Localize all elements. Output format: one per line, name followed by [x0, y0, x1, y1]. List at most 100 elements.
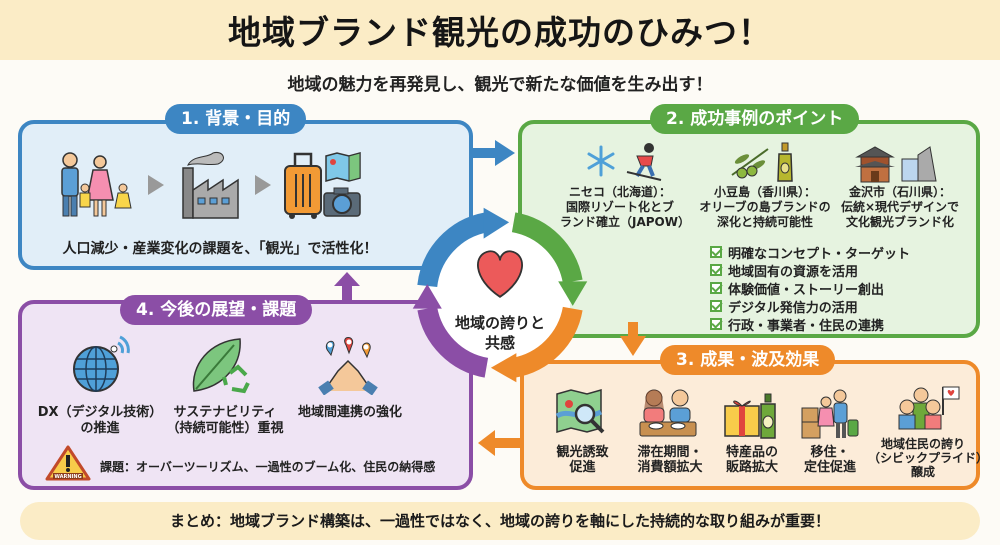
factory-icon — [182, 151, 239, 219]
suitcase-icon — [284, 152, 322, 219]
dining-couple-icon — [639, 389, 697, 437]
result-caption-line: 消費額拡大 — [637, 460, 703, 475]
page-title: 地域ブランド観光の成功のひみつ！ — [228, 13, 772, 52]
checklist-item-label: 体験価値・ストーリー創出 — [728, 282, 885, 298]
arrow-up-icon — [334, 272, 360, 300]
checkbox-icon — [710, 282, 722, 294]
result-caption-line: 特産品の — [725, 445, 778, 460]
map-icon — [325, 152, 361, 182]
result-caption-line: 促進 — [569, 460, 596, 475]
heart-icon — [477, 250, 523, 298]
result-caption-line: 醸成 — [910, 465, 935, 479]
cycle-arrowhead-orange — [490, 353, 517, 383]
result-caption-line: 移住・ — [810, 445, 850, 460]
checklist-item-label: 行政・事業者・住民の連携 — [728, 318, 885, 334]
checklist-item: 体験価値・ストーリー創出 — [710, 279, 910, 298]
cycle-arrowhead-purple — [412, 284, 442, 309]
result-caption-line: （シビックプライド） — [868, 451, 989, 465]
checkbox-icon — [710, 300, 722, 312]
result-caption-line: 観光誘致 — [556, 445, 609, 460]
cycle-segment-orange — [511, 306, 583, 378]
skier-icon — [626, 143, 662, 181]
result-caption: 観光誘致 促進 — [545, 445, 620, 475]
result-caption: 移住・ 定住促進 — [790, 445, 870, 475]
case-caption-line: 小豆島（香川県）： — [713, 185, 816, 199]
checkbox-icon — [710, 246, 722, 258]
case-caption-line: ニセコ（北海道）： — [568, 185, 671, 199]
future-caption: DX（デジタル技術） の推進 — [35, 405, 165, 437]
future-caption-line: 地域間連携の強化 — [297, 405, 402, 420]
center-label-line1: 地域の誇りと — [454, 314, 545, 332]
cycle-segment-purple — [417, 306, 489, 378]
checklist-item: 行政・事業者・住民の連携 — [710, 315, 910, 334]
cycle-arrowhead-blue — [483, 207, 510, 239]
page-subtitle: 地域の魅力を再発見し、観光で新たな価値を生み出す！ — [287, 75, 713, 95]
result-caption-line: 販路拡大 — [725, 460, 778, 475]
result-caption-line: 地域住民の誇り — [880, 437, 965, 451]
result-caption: 滞在期間・ 消費額拡大 — [630, 445, 710, 475]
family-icon — [61, 152, 132, 217]
result-caption-line: 定住促進 — [803, 460, 856, 475]
result-caption: 特産品の 販路拡大 — [712, 445, 792, 475]
checkbox-icon — [710, 318, 722, 330]
olive-oil-bottle-icon — [777, 142, 793, 182]
residents-flag-icon — [898, 386, 960, 430]
map-search-icon — [555, 389, 605, 434]
background-caption: 人口減少・産業変化の課題を、「観光」で活性化！ — [62, 241, 378, 257]
warning-icon: WARNING — [45, 445, 91, 481]
handshake-pins-icon — [318, 337, 378, 395]
gift-bottle-icon — [724, 393, 776, 439]
cycle-arrowhead-green — [558, 281, 588, 306]
leaf-recycle-icon — [192, 338, 250, 394]
case-caption: ニセコ（北海道）： 国際リゾート化とブ ランド確立（JAPOW） — [560, 185, 690, 230]
future-caption-line: の推進 — [80, 421, 120, 436]
case-caption-line: 伝統×現代デザインで — [840, 200, 960, 214]
section-tab-future: 4. 今後の展望・課題 — [120, 295, 313, 325]
snowflake-icon — [587, 145, 615, 177]
future-caption: サステナビリティ （持続可能性）重視 — [165, 405, 285, 437]
arrow-next-icon — [148, 175, 164, 195]
traditional-building-icon — [855, 146, 895, 183]
future-caption-line: （持続可能性）重視 — [166, 421, 284, 436]
checklist-item: 地域固有の資源を活用 — [710, 261, 910, 280]
case-caption: 金沢市（石川県）： 伝統×現代デザインで 文化観光ブランド化 — [830, 185, 970, 230]
section-tab-cases: 2. 成功事例のポイント — [650, 104, 860, 134]
checklist-item: デジタル発信力の活用 — [710, 297, 910, 316]
checkbox-icon — [710, 264, 722, 276]
center-label: 地域の誇りと 共感 — [440, 313, 560, 353]
panel-cases — [518, 120, 980, 338]
center-label-line2: 共感 — [484, 334, 515, 352]
result-caption: 地域住民の誇り （シビックプライド） 醸成 — [868, 437, 989, 479]
cycle-segment-green — [511, 212, 583, 284]
modern-building-icon — [901, 146, 937, 182]
challenge-text: 課題：オーバーツーリズム、一過性のブーム化、住民の納得感 — [100, 460, 436, 474]
section-tab-results: 3. 成果・波及効果 — [660, 345, 836, 375]
future-caption-line: DX（デジタル技術） — [37, 405, 163, 420]
checklist-item-label: 地域固有の資源を活用 — [728, 264, 859, 280]
case-caption-line: 国際リゾート化とブ — [565, 200, 674, 214]
case-caption: 小豆島（香川県）： オリーブの島ブランドの 深化と持続可能性 — [695, 185, 835, 230]
case-caption-line: ランド確立（JAPOW） — [560, 215, 690, 229]
globe-wifi-icon — [73, 335, 130, 392]
checklist-item-label: デジタル発信力の活用 — [728, 300, 858, 316]
arrow-left-icon — [478, 430, 520, 456]
cycle-segment-blue — [417, 212, 489, 288]
checklist-item-label: 明確なコンセプト・ターゲット — [728, 246, 911, 262]
header-band — [0, 0, 1000, 60]
case-caption-line: 深化と持続可能性 — [716, 215, 813, 229]
future-caption: 地域間連携の強化 — [290, 405, 410, 421]
success-points-list: 明確なコンセプト・ターゲット 地域固有の資源を活用 体験価値・ストーリー創出 デ… — [710, 243, 911, 334]
case-caption-line: 文化観光ブランド化 — [845, 215, 954, 229]
olive-branch-icon — [731, 148, 769, 179]
moving-family-icon — [801, 389, 859, 439]
section-tab-background: 1. 背景・目的 — [165, 104, 307, 134]
future-caption-line: サステナビリティ — [173, 405, 277, 420]
cycle-diagram — [412, 207, 588, 383]
summary-banner: まとめ：地域ブランド構築は、一過性ではなく、地域の誇りを軸にした持続的な取り組み… — [20, 502, 980, 540]
case-caption-line: 金沢市（石川県）： — [848, 185, 951, 199]
arrow-right-icon — [473, 140, 515, 166]
checklist-item: 明確なコンセプト・ターゲット — [710, 243, 911, 262]
panel-future — [18, 300, 473, 490]
result-caption-line: 滞在期間・ — [637, 445, 703, 460]
